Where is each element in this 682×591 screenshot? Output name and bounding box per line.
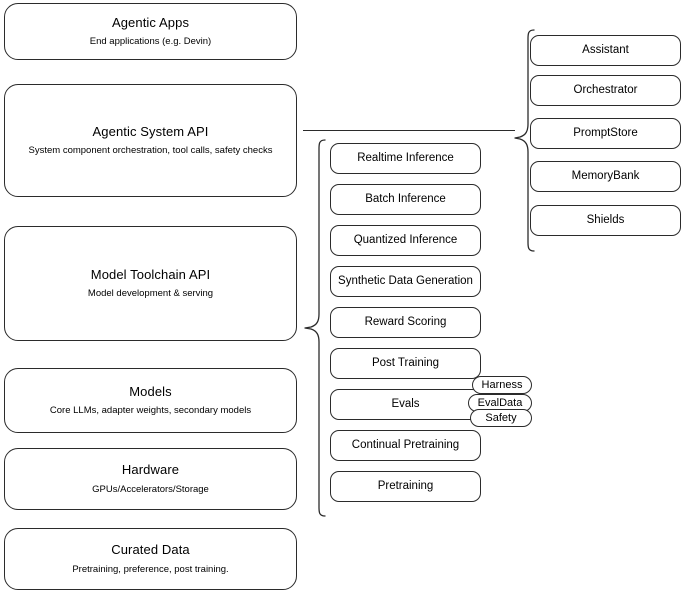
layer-title: Models — [129, 383, 172, 399]
capability-batch-inference[interactable]: Batch Inference — [330, 184, 481, 215]
layer-subtitle: Core LLMs, adapter weights, secondary mo… — [49, 405, 252, 417]
component-label: MemoryBank — [571, 170, 640, 183]
component-label: PromptStore — [573, 127, 638, 140]
layer-title: Model Toolchain API — [90, 266, 211, 282]
capability-reward-scoring[interactable]: Reward Scoring — [330, 307, 481, 338]
layer-subtitle: Model development & serving — [87, 288, 214, 300]
capability-label: Post Training — [371, 357, 440, 370]
layer-agentic-apps[interactable]: Agentic Apps End applications (e.g. Devi… — [4, 3, 297, 60]
component-assistant[interactable]: Assistant — [530, 35, 681, 66]
capability-evals[interactable]: Evals — [330, 389, 481, 420]
layer-title: Hardware — [121, 462, 180, 478]
badge-label: EvalData — [477, 397, 523, 409]
layer-subtitle: System component orchestration, tool cal… — [28, 145, 273, 157]
layer-subtitle: GPUs/Accelerators/Storage — [92, 483, 209, 495]
capability-label: Reward Scoring — [364, 316, 447, 329]
capability-label: Realtime Inference — [357, 152, 454, 165]
component-label: Shields — [586, 214, 625, 227]
layer-title: Agentic System API — [92, 123, 209, 139]
capability-label: Synthetic Data Generation — [338, 275, 473, 288]
badge-harness[interactable]: Harness — [472, 376, 532, 394]
layer-subtitle: End applications (e.g. Devin) — [89, 36, 212, 48]
component-label: Assistant — [582, 44, 629, 57]
brace-toolchain-capabilities — [303, 139, 327, 517]
capability-label: Continual Pretraining — [351, 439, 460, 452]
component-promptstore[interactable]: PromptStore — [530, 118, 681, 149]
capability-realtime-inference[interactable]: Realtime Inference — [330, 143, 481, 174]
component-label: Orchestrator — [573, 84, 638, 97]
layer-title: Agentic Apps — [111, 14, 190, 30]
layer-model-toolchain-api[interactable]: Model Toolchain API Model development & … — [4, 226, 297, 341]
connector-system-api-to-components — [303, 130, 515, 132]
component-shields[interactable]: Shields — [530, 205, 681, 236]
capability-continual-pretraining[interactable]: Continual Pretraining — [330, 430, 481, 461]
layer-subtitle: Pretraining, preference, post training. — [72, 563, 229, 575]
badge-label: Harness — [481, 379, 523, 391]
capability-label: Pretraining — [377, 480, 434, 493]
capability-label: Batch Inference — [365, 193, 446, 206]
badge-label: Safety — [485, 412, 517, 424]
layer-agentic-system-api[interactable]: Agentic System API System component orch… — [4, 84, 297, 197]
capability-label: Quantized Inference — [353, 234, 458, 247]
layer-hardware[interactable]: Hardware GPUs/Accelerators/Storage — [4, 448, 297, 510]
badge-safety[interactable]: Safety — [470, 409, 532, 427]
capability-label: Evals — [391, 398, 420, 411]
capability-pretraining[interactable]: Pretraining — [330, 471, 481, 502]
capability-synthetic-data-generation[interactable]: Synthetic Data Generation — [330, 266, 481, 297]
layer-title: Curated Data — [111, 542, 190, 558]
component-memorybank[interactable]: MemoryBank — [530, 161, 681, 192]
layer-curated-data[interactable]: Curated Data Pretraining, preference, po… — [4, 528, 297, 590]
component-orchestrator[interactable]: Orchestrator — [530, 75, 681, 106]
capability-quantized-inference[interactable]: Quantized Inference — [330, 225, 481, 256]
capability-post-training[interactable]: Post Training — [330, 348, 481, 379]
layer-models[interactable]: Models Core LLMs, adapter weights, secon… — [4, 368, 297, 433]
